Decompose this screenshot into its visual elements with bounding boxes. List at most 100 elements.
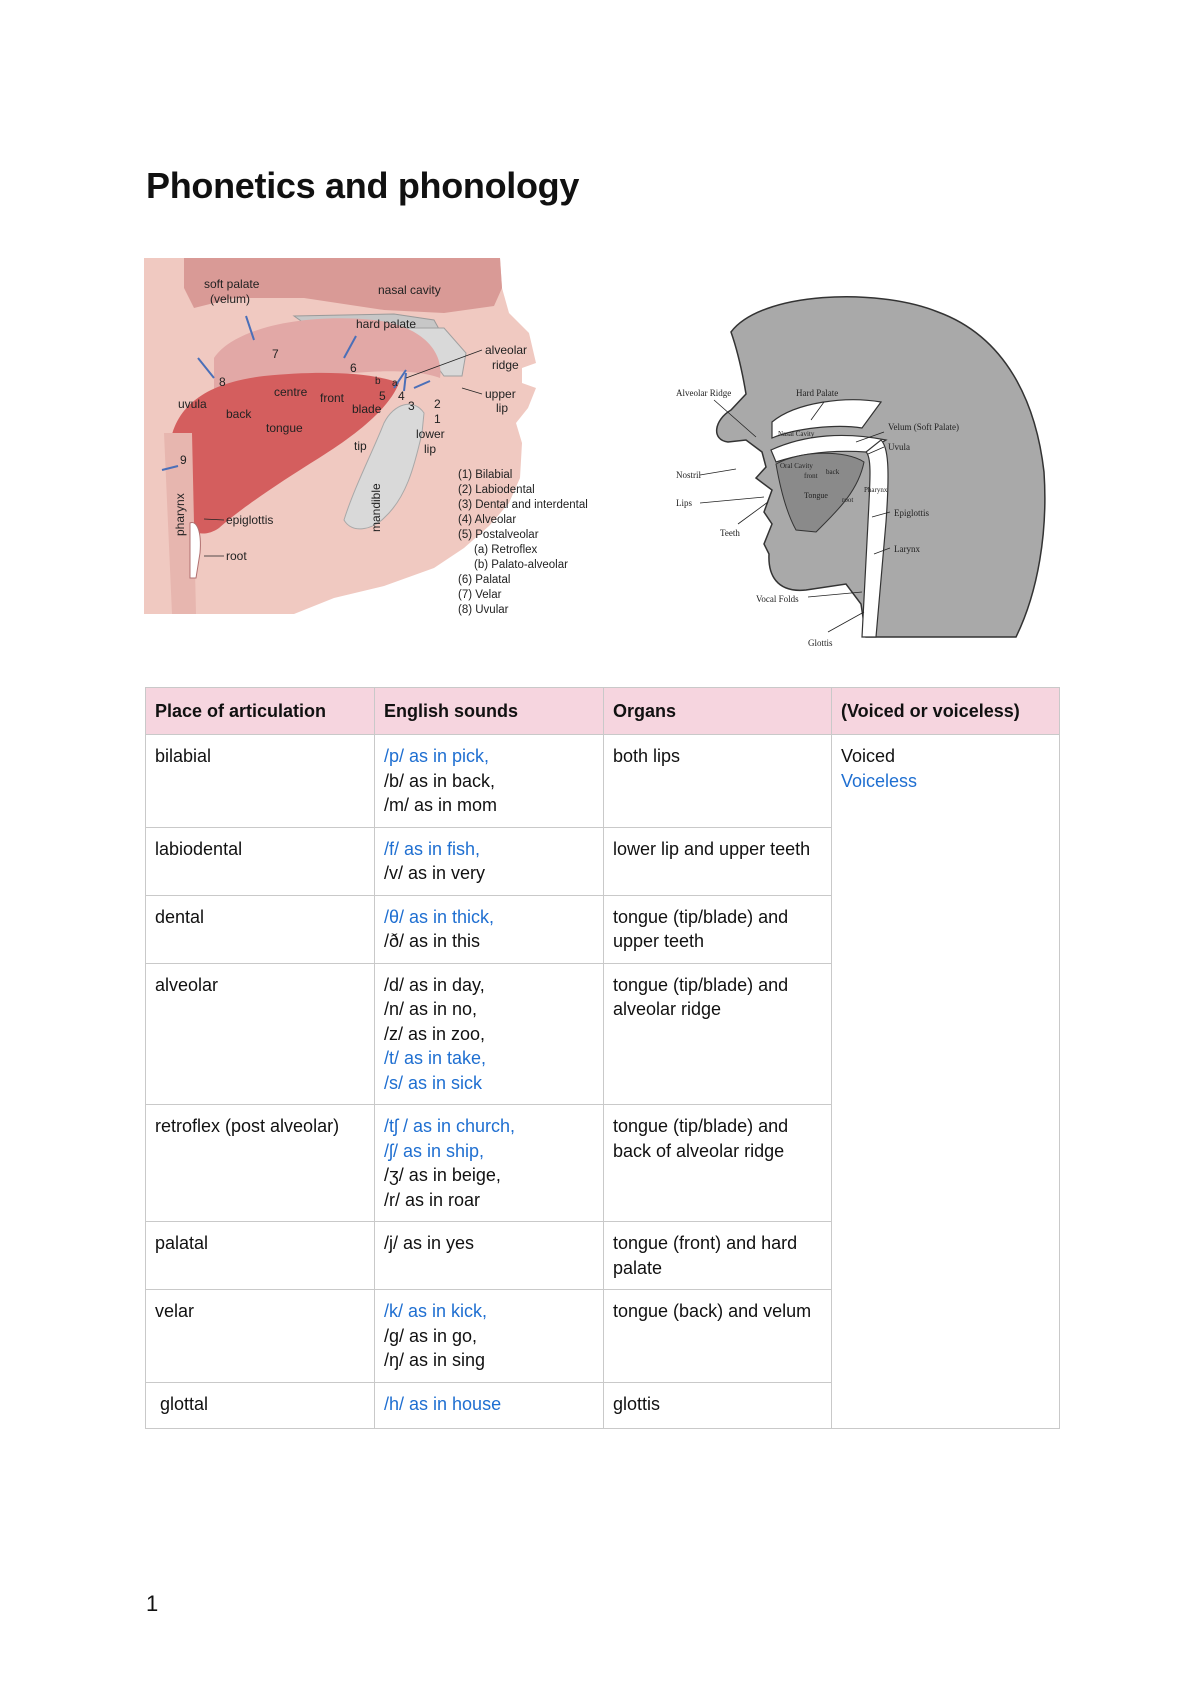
marker-2: 2 bbox=[434, 397, 441, 411]
cell-sounds: /j/ as in yes bbox=[374, 1221, 604, 1290]
label-r-root: root bbox=[842, 496, 853, 504]
label-front: front bbox=[320, 391, 345, 405]
cell-place: labiodental bbox=[145, 826, 375, 896]
sound-example: /j/ as in yes bbox=[384, 1233, 475, 1253]
label-r-velum: Velum (Soft Palate) bbox=[888, 422, 959, 432]
cell-place: alveolar bbox=[145, 962, 375, 1105]
sound-example: /ð/ as in this bbox=[384, 931, 481, 951]
cell-sounds: /f/ as in fish, /v/ as in very bbox=[374, 826, 604, 896]
voiced-label: Voiced bbox=[841, 746, 896, 766]
header-organs: Organs bbox=[603, 687, 832, 735]
sound-example: /ŋ/ as in sing bbox=[384, 1350, 486, 1370]
table-row: bilabial/p/ as in pick,/b/ as in back,/m… bbox=[145, 734, 1060, 1429]
header-place: Place of articulation bbox=[145, 687, 375, 735]
marker-5: 5 bbox=[379, 389, 386, 403]
label-alveolar: alveolar bbox=[485, 343, 527, 357]
page-number: 1 bbox=[146, 1591, 159, 1616]
legend-5a: (a) Retroflex bbox=[474, 544, 538, 556]
header-voicing: (Voiced or voiceless) bbox=[831, 687, 1060, 735]
cell-sounds: /θ/ as in thick, /ð/ as in this bbox=[374, 894, 604, 964]
sound-example: /ʃ/ as in ship, bbox=[384, 1140, 485, 1161]
marker-4: 4 bbox=[398, 389, 405, 403]
legend-4: (4) Alveolar bbox=[458, 514, 516, 526]
label-r-nasal-cavity: Nasal Cavity bbox=[778, 430, 815, 438]
cell-place: palatal bbox=[145, 1221, 375, 1290]
label-r-epiglottis: Epiglottis bbox=[894, 508, 930, 518]
legend-2: (2) Labiodental bbox=[458, 484, 535, 496]
cell-place: retroflex (post alveolar) bbox=[145, 1104, 375, 1222]
label-nasal-cavity: nasal cavity bbox=[378, 283, 441, 297]
cell-sounds: /p/ as in pick,/b/ as in back,/m/ as in … bbox=[374, 734, 604, 828]
cell-sounds: /h/ as in house bbox=[374, 1381, 604, 1429]
sound-example: /s/ as in sick bbox=[384, 1072, 483, 1093]
cell-sounds: /d/ as in day, /n/ as in no, /z/ as in zoo… bbox=[374, 962, 604, 1105]
sound-example: /θ/ as in thick, bbox=[384, 906, 495, 927]
cell-organs: tongue (tip/blade) and back of alveolar … bbox=[603, 1104, 832, 1222]
label-r-tongue: Tongue bbox=[804, 491, 828, 500]
sound-example: /t/ as in take, bbox=[384, 1048, 487, 1068]
cell-organs: tongue (tip/blade) and alveolar ridge bbox=[603, 962, 832, 1105]
table-row: alveolar/d/ as in day, /n/ as in no, /z/ a… bbox=[145, 962, 1060, 1105]
cell-organs: tongue (tip/blade) and upper teeth bbox=[603, 894, 832, 964]
legend-8: (8) Uvular bbox=[458, 604, 509, 616]
label-r-front: front bbox=[804, 472, 818, 480]
sound-example: /h/ as in house bbox=[384, 1393, 502, 1414]
label-soft-palate: soft palate bbox=[204, 277, 260, 291]
label-uvula: uvula bbox=[178, 397, 207, 411]
table-body: bilabial/p/ as in pick,/b/ as in back,/m… bbox=[145, 734, 1060, 1429]
sound-example: /n/ as in no, bbox=[384, 999, 478, 1019]
label-tip: tip bbox=[354, 439, 367, 453]
label-lower-lip: lip bbox=[424, 442, 436, 456]
label-hard-palate: hard palate bbox=[356, 317, 416, 331]
marker-8: 8 bbox=[219, 375, 226, 389]
sound-example: /r/ as in roar bbox=[384, 1189, 481, 1210]
label-lower: lower bbox=[416, 427, 445, 441]
sound-example: /tʃ / as in church, bbox=[384, 1116, 516, 1136]
articulation-table: Place of articulation English sounds Org… bbox=[145, 687, 1060, 1429]
label-back: back bbox=[226, 407, 252, 421]
cell-organs: both lips bbox=[603, 734, 832, 828]
cell-place: glottal bbox=[145, 1381, 375, 1429]
sound-example: /d/ as in day, bbox=[384, 974, 485, 995]
label-r-glottis: Glottis bbox=[808, 638, 833, 648]
marker-3: 3 bbox=[408, 399, 415, 413]
sound-example: /p/ as in pick, bbox=[384, 746, 490, 766]
cell-organs: lower lip and upper teeth bbox=[603, 826, 832, 896]
table-row: retroflex (post alveolar)/tʃ / as in chu… bbox=[145, 1104, 1060, 1222]
legend-6: (6) Palatal bbox=[458, 574, 510, 586]
label-epiglottis: epiglottis bbox=[226, 513, 273, 527]
table-row: labiodental/f/ as in fish, /v/ as in very… bbox=[145, 826, 1060, 896]
sound-example: /v/ as in very bbox=[384, 863, 486, 883]
label-r-uvula: Uvula bbox=[888, 442, 910, 452]
label-mandible: mandible bbox=[369, 483, 383, 532]
sound-example: /b/ as in back, bbox=[384, 770, 496, 791]
label-pharynx: pharynx bbox=[173, 493, 187, 536]
legend-5: (5) Postalveolar bbox=[458, 529, 539, 541]
label-r-oral-cavity: Oral Cavity bbox=[780, 462, 813, 470]
sound-example: /ʒ/ as in beige, bbox=[384, 1165, 501, 1185]
label-r-lips: Lips bbox=[676, 498, 692, 508]
label-tongue: tongue bbox=[266, 421, 303, 435]
table-row: velar/k/ as in kick, /g/ as in go, /ŋ/ as … bbox=[145, 1289, 1060, 1383]
label-upper: upper bbox=[485, 387, 516, 401]
cell-sounds: /tʃ / as in church, /ʃ/ as in ship, /ʒ/ as… bbox=[374, 1104, 604, 1222]
marker-a: a bbox=[392, 378, 398, 389]
cell-place: bilabial bbox=[145, 734, 375, 828]
label-r-vocal-folds: Vocal Folds bbox=[756, 594, 799, 604]
table-header-row: Place of articulation English sounds Org… bbox=[145, 687, 1060, 735]
vocal-tract-diagram: soft palate (velum) nasal cavity hard pa… bbox=[144, 258, 588, 616]
head-profile-diagram: Alveolar Ridge Hard Palate Velum (Soft P… bbox=[676, 292, 1070, 654]
sound-example: /f/ as in fish, bbox=[384, 838, 481, 859]
label-r-teeth: Teeth bbox=[720, 528, 740, 538]
label-r-back: back bbox=[826, 468, 840, 476]
label-blade: blade bbox=[352, 402, 382, 416]
label-ridge: ridge bbox=[492, 358, 519, 372]
label-centre: centre bbox=[274, 385, 308, 399]
sound-example: /g/ as in go, bbox=[384, 1325, 478, 1346]
sound-example: /k/ as in kick, bbox=[384, 1301, 488, 1321]
cell-place: velar bbox=[145, 1289, 375, 1383]
sound-example: /z/ as in zoo, bbox=[384, 1023, 486, 1044]
header-sounds: English sounds bbox=[374, 687, 604, 735]
